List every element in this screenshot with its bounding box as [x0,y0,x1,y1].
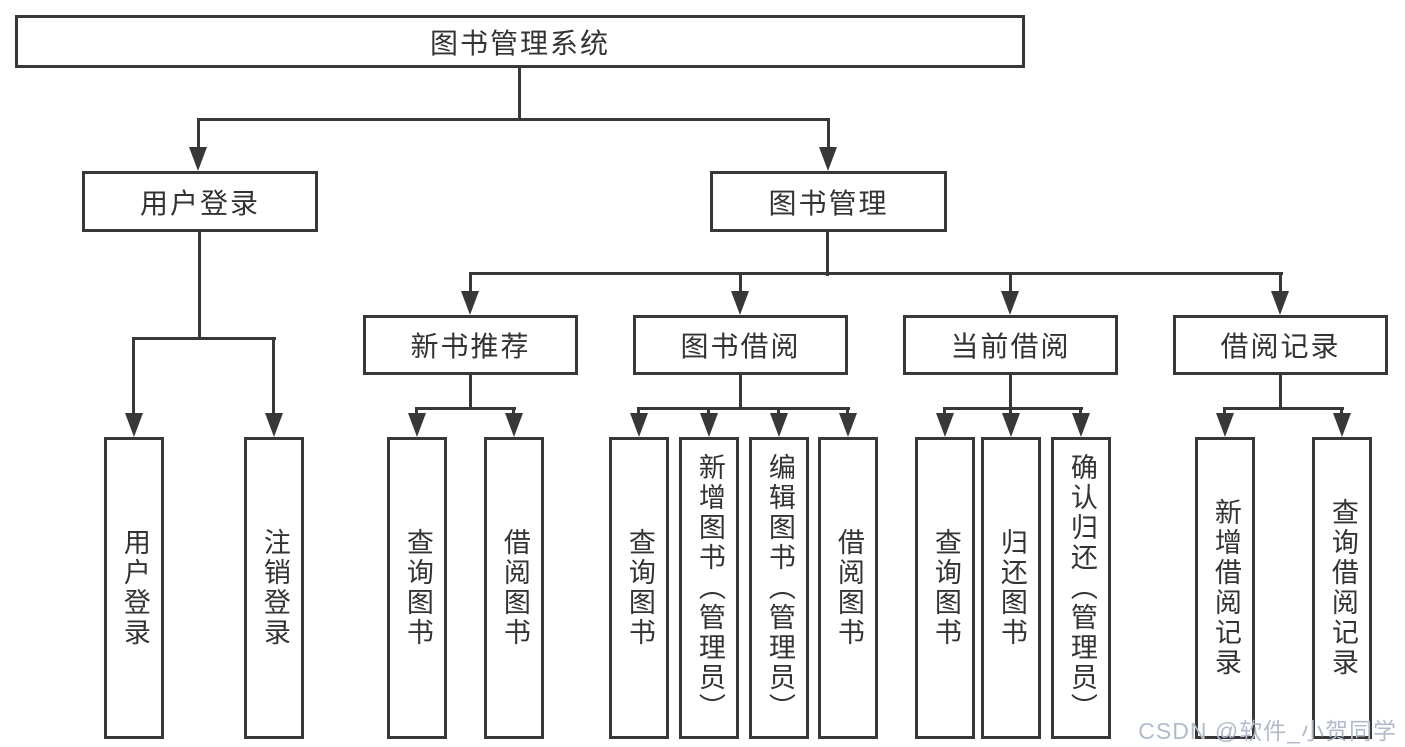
node-current-borrow: 当前借阅 [903,315,1118,375]
connector-drop-book-mgmt [827,118,830,149]
connector-drop [1009,407,1012,417]
root-node: 图书管理系统 [15,15,1025,68]
arrow-down-icon [408,413,426,437]
leaf-edit-book-admin: 编辑图书（管理员） [749,437,809,739]
connector-borrow-records-rail [1223,407,1344,410]
arrow-down-icon [936,413,954,437]
leaf-add-borrow-record: 新增借阅记录 [1195,437,1255,739]
connector-drop [415,407,418,417]
connector-new-book-rec-stem [469,375,472,410]
leaf-logout: 注销登录 [244,437,304,739]
leaf-return-book: 归还图书 [981,437,1041,739]
connector-drop [637,407,640,417]
leaf-borrow-books: 借阅图书 [818,437,878,739]
arrow-down-icon [1002,413,1020,437]
connector-borrow-records-stem [1279,375,1282,410]
connector-drop [1340,407,1343,417]
connector-drop-borrow-records [1279,272,1282,296]
node-book-mgmt: 图书管理 [710,171,947,232]
arrow-down-icon [700,413,718,437]
arrow-down-icon [770,413,788,437]
arrow-down-icon [630,413,648,437]
arrow-down-icon [265,413,283,437]
arrow-down-icon [819,147,837,171]
connector-drop [707,407,710,417]
arrow-down-icon [189,147,207,171]
connector-drop [846,407,849,417]
arrow-down-icon [1216,413,1234,437]
leaf-query-books-borrow: 查询图书 [609,437,669,739]
connector-user-login-stem [198,232,201,340]
connector-current-borrow-stem [1009,375,1012,410]
arrow-down-icon [731,291,749,315]
node-user-login: 用户登录 [82,171,318,232]
arrow-down-icon [1271,291,1289,315]
arrow-down-icon [839,413,857,437]
connector-drop-user-login [197,118,200,149]
arrow-down-icon [1001,291,1019,315]
node-borrow-records: 借阅记录 [1173,315,1388,375]
connector-drop-leaf-user-login [132,337,135,417]
node-book-borrow: 图书借阅 [633,315,848,375]
connector-book-mgmt-rail [469,272,1283,275]
connector-user-login-rail [132,337,276,340]
connector-root-stem [518,68,521,121]
connector-drop [1223,407,1226,417]
connector-drop-book-borrow [739,272,742,296]
watermark: CSDN @软件_小贺同学 [1138,718,1397,744]
connector-book-borrow-rail [637,407,850,410]
arrow-down-icon [1072,413,1090,437]
leaf-query-books-rec: 查询图书 [387,437,447,739]
connector-drop-current-borrow [1009,272,1012,296]
connector-new-book-rec-rail [415,407,516,410]
connector-drop [777,407,780,417]
leaf-query-borrow-record: 查询借阅记录 [1312,437,1372,739]
connector-current-borrow-rail [943,407,1083,410]
leaf-confirm-return-admin: 确认归还（管理员） [1051,437,1111,739]
leaf-query-books-current: 查询图书 [915,437,975,739]
connector-drop [1079,407,1082,417]
connector-book-mgmt-stem [826,232,829,276]
arrow-down-icon [505,413,523,437]
connector-drop-leaf-logout [272,337,275,417]
node-new-book-rec: 新书推荐 [363,315,578,375]
leaf-user-login: 用户登录 [104,437,164,739]
arrow-down-icon [125,413,143,437]
leaf-add-book-admin: 新增图书（管理员） [679,437,739,739]
connector-book-borrow-stem [739,375,742,410]
connector-drop [512,407,515,417]
connector-drop-new-book-rec [469,272,472,296]
arrow-down-icon [1333,413,1351,437]
connector-root-rail [197,118,830,121]
leaf-borrow-books-rec: 借阅图书 [484,437,544,739]
arrow-down-icon [461,291,479,315]
connector-drop [943,407,946,417]
